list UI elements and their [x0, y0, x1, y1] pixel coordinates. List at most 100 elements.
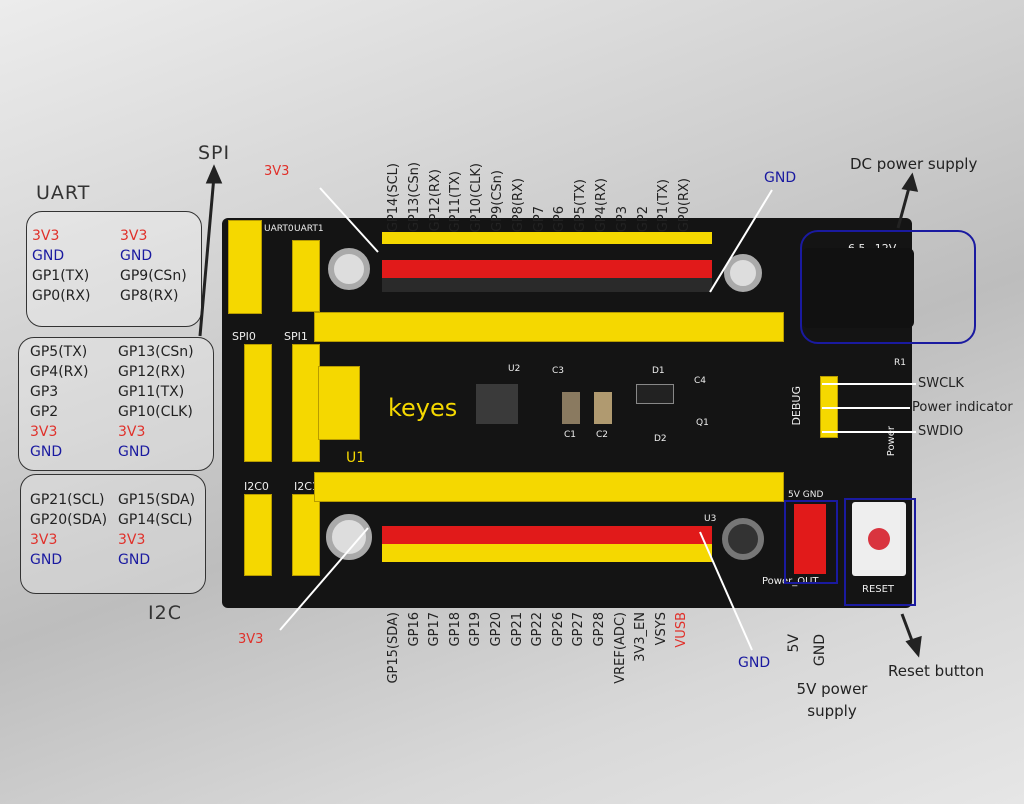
top-gnd-label: GND: [764, 170, 797, 186]
5v-gnd-silk: 5V GND: [788, 490, 824, 500]
i2c-left-item: GP21(SCL): [30, 492, 105, 508]
i2c0-silk: I2C0: [244, 480, 269, 493]
uart-right-item: GND: [120, 248, 153, 264]
reset-arrowhead: [905, 635, 922, 658]
q1-silk: Q1: [696, 418, 709, 428]
top-pin-red-row: [382, 260, 712, 278]
mounting-hole-bottom-right: [722, 518, 764, 560]
spi-left-item: GP4(RX): [30, 364, 89, 380]
spi-right-item: GP11(TX): [118, 384, 185, 400]
i2c-right-item: GP15(SDA): [118, 492, 196, 508]
spi1-silk: SPI1: [284, 330, 308, 343]
uart0-silk: UART0: [264, 224, 294, 234]
bottom-gnd-leader: [699, 531, 753, 651]
i2c-right-item: 3V3: [118, 532, 146, 548]
top-3v3-leader: [319, 187, 379, 253]
bottom-pin-red-row: [382, 526, 712, 544]
spi-right-item: GP10(CLK): [118, 404, 193, 420]
spi-extra-header: [318, 366, 360, 440]
uart1-header: [292, 240, 320, 312]
spi-title: SPI: [198, 142, 231, 164]
brand-logo: keyes: [388, 394, 458, 422]
swdio-label: SWDIO: [918, 424, 964, 439]
spi-right-item: GND: [118, 444, 151, 460]
u1-silk: U1: [346, 450, 366, 466]
power-out-highlight: [784, 500, 838, 584]
u1-bottom-female-header: [314, 472, 784, 502]
spi-left-item: GND: [30, 444, 63, 460]
expansion-board: UART0 UART1 SPI0 SPI1 I2C0 I2C1 U1 keyes…: [222, 218, 914, 608]
i2c1-header: [292, 494, 320, 576]
spi-box: [18, 337, 214, 471]
i2c-left-item: 3V3: [30, 532, 58, 548]
uart-right-item: GP9(CSn): [120, 268, 187, 284]
i2c-right-item: GND: [118, 552, 151, 568]
mounting-hole-top-left: [328, 248, 370, 290]
spi-arrowhead: [205, 164, 223, 184]
c2-silk: C2: [596, 430, 609, 440]
top-pin-black-row: [382, 278, 712, 292]
top-pin-yellow-row: [382, 232, 712, 244]
spi-right-item: GP12(RX): [118, 364, 186, 380]
spi-arrow: [198, 175, 216, 337]
uart-right-item: 3V3: [120, 228, 148, 244]
bottom-gnd-label: GND: [738, 655, 771, 671]
c1-silk: C1: [564, 430, 577, 440]
uart0-header: [228, 220, 262, 314]
r1-silk: R1: [894, 358, 906, 368]
d2-silk: D2: [654, 434, 667, 444]
swclk-label: SWCLK: [918, 376, 964, 391]
uart-title: UART: [36, 182, 91, 204]
bottom-3v3-label: 3V3: [238, 632, 264, 647]
dc-power-label: DC power supply: [850, 155, 978, 173]
spi0-silk: SPI0: [232, 330, 256, 343]
uart-left-item: GND: [32, 248, 65, 264]
capacitor-c2: [594, 392, 612, 424]
spi-left-item: 3V3: [30, 424, 58, 440]
bottom-3v3-leader: [279, 527, 369, 631]
uart-left-item: 3V3: [32, 228, 60, 244]
i2c1-silk: I2C1: [294, 480, 319, 493]
uart-left-item: GP1(TX): [32, 268, 90, 284]
uart-left-item: GP0(RX): [32, 288, 91, 304]
dc-arrowhead: [901, 172, 919, 192]
i2c-title: I2C: [148, 602, 182, 624]
i2c-left-item: GND: [30, 552, 63, 568]
reset-button-label: Reset button: [888, 662, 985, 680]
dc-arrow: [896, 183, 912, 229]
power-indicator-label: Power indicator: [912, 400, 1013, 415]
spi-left-item: GP2: [30, 404, 59, 420]
uart1-silk: UART1: [294, 224, 324, 234]
u2-silk: U2: [508, 364, 521, 374]
i2c-left-item: GP20(SDA): [30, 512, 108, 528]
power-out-header: [794, 504, 826, 574]
spi-left-item: GP5(TX): [30, 344, 88, 360]
c3-silk: C3: [552, 366, 565, 376]
i2c-box: [20, 474, 206, 594]
uart-box: [26, 211, 202, 327]
i2c-right-item: GP14(SCL): [118, 512, 193, 528]
spi-right-item: 3V3: [118, 424, 146, 440]
u3-silk: U3: [704, 514, 717, 524]
u1-top-female-header: [314, 312, 784, 342]
i2c0-header: [244, 494, 272, 576]
uart-right-item: GP8(RX): [120, 288, 179, 304]
reset-highlight: [844, 498, 916, 606]
dc-jack-highlight: [800, 230, 976, 344]
spi-right-item: GP13(CSn): [118, 344, 194, 360]
regulator-chip: [476, 384, 518, 424]
5v-power-caption: 5V power supply: [796, 680, 868, 720]
dc-jack: [802, 248, 914, 328]
diode-d1: [636, 384, 674, 404]
power-out-silk: Power_OUT: [762, 576, 819, 587]
c4-silk: C4: [694, 376, 707, 386]
reset-switch-cap[interactable]: [868, 528, 890, 550]
spi-left-item: GP3: [30, 384, 59, 400]
bottom-pin-yellow-row: [382, 544, 712, 562]
reset-silk: RESET: [862, 584, 895, 595]
spi0-header: [244, 344, 272, 462]
mounting-hole-bottom-left: [326, 514, 372, 560]
top-3v3-label: 3V3: [264, 164, 290, 179]
capacitor-c1: [562, 392, 580, 424]
